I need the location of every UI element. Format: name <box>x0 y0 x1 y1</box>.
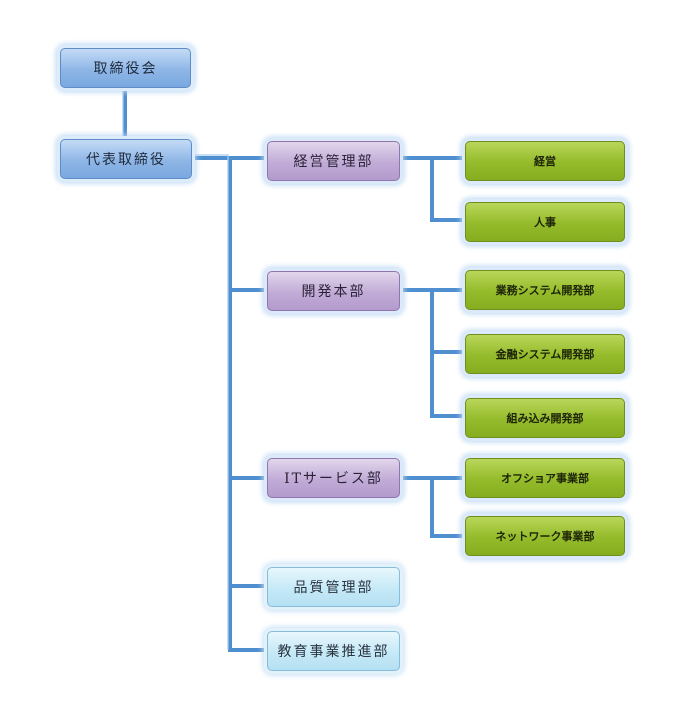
node-it-service-dept[interactable]: ITサービス部 <box>267 458 400 498</box>
node-education-business[interactable]: 教育事業推進部 <box>267 631 400 671</box>
node-education-business-label: 教育事業推進部 <box>277 644 390 660</box>
node-offshore-business-label: オフショア事業部 <box>501 472 589 485</box>
node-network-business-label: ネットワーク事業部 <box>495 530 595 543</box>
node-financial-system-dev[interactable]: 金融システム開発部 <box>465 334 625 374</box>
node-ceo[interactable]: 代表取締役 <box>60 139 192 179</box>
node-quality-management[interactable]: 品質管理部 <box>267 567 400 607</box>
connector-ceo-trunk <box>190 156 232 652</box>
node-board[interactable]: 取締役会 <box>60 48 191 88</box>
node-dev-hq-label: 開発本部 <box>301 284 366 300</box>
connector-management-dept-children <box>398 156 467 222</box>
node-ceo-label: 代表取締役 <box>86 152 166 168</box>
node-management-label: 経営 <box>534 155 556 168</box>
connector-dev-hq-children <box>398 288 467 418</box>
node-management-dept-label: 経営管理部 <box>293 154 374 170</box>
node-board-label: 取締役会 <box>93 61 158 77</box>
node-embedded-dev[interactable]: 組み込み開発部 <box>465 398 625 438</box>
node-financial-system-dev-label: 金融システム開発部 <box>495 348 595 361</box>
node-business-system-dev[interactable]: 業務システム開発部 <box>465 270 625 310</box>
node-it-service-dept-label: ITサービス部 <box>284 471 383 487</box>
connector-it-service-children <box>398 476 467 538</box>
node-quality-management-label: 品質管理部 <box>293 580 374 596</box>
node-offshore-business[interactable]: オフショア事業部 <box>465 458 625 498</box>
node-management-dept[interactable]: 経営管理部 <box>267 141 400 181</box>
node-embedded-dev-label: 組み込み開発部 <box>506 412 584 425</box>
node-management[interactable]: 経営 <box>465 141 625 181</box>
node-network-business[interactable]: ネットワーク事業部 <box>465 516 625 556</box>
node-dev-hq[interactable]: 開発本部 <box>267 271 400 311</box>
node-hr[interactable]: 人事 <box>465 202 625 242</box>
node-business-system-dev-label: 業務システム開発部 <box>495 284 595 297</box>
node-hr-label: 人事 <box>534 216 556 229</box>
